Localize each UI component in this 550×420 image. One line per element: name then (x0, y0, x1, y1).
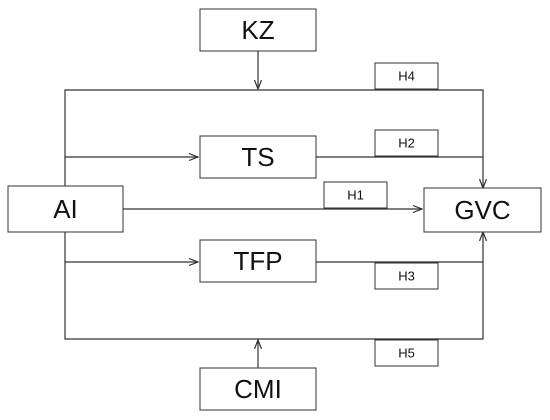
edge-ai-tfp (64, 232, 198, 262)
node-ts: TS (199, 135, 317, 179)
hypothesis-h5-label: H5 (398, 346, 415, 361)
edge-ai-top-loop-gvc (64, 89, 483, 188)
edge-ai-bottom-loop-gvc (64, 232, 483, 340)
hypothesis-h4: H4 (374, 62, 439, 90)
hypothesis-h4-label: H4 (398, 69, 415, 84)
hypothesis-h2: H2 (374, 129, 439, 157)
node-kz-label: KZ (241, 15, 274, 45)
node-gvc: GVC (423, 187, 542, 233)
node-kz: KZ (199, 8, 317, 52)
hypothesis-h5: H5 (374, 339, 439, 367)
node-ai: AI (7, 185, 124, 233)
node-cmi-label: CMI (234, 374, 282, 404)
node-gvc-label: GVC (454, 195, 510, 225)
node-cmi: CMI (199, 367, 317, 411)
hypothesis-h3: H3 (374, 262, 439, 290)
edges (64, 51, 483, 368)
hypothesis-h3-label: H3 (398, 269, 415, 284)
node-tfp-label: TFP (233, 246, 282, 276)
hypothesis-h1: H1 (323, 181, 388, 209)
node-tfp: TFP (199, 239, 317, 283)
node-ai-label: AI (53, 194, 78, 224)
hypothesis-h2-label: H2 (398, 136, 415, 151)
node-ts-label: TS (241, 142, 274, 172)
hypothesis-h1-label: H1 (347, 188, 364, 203)
